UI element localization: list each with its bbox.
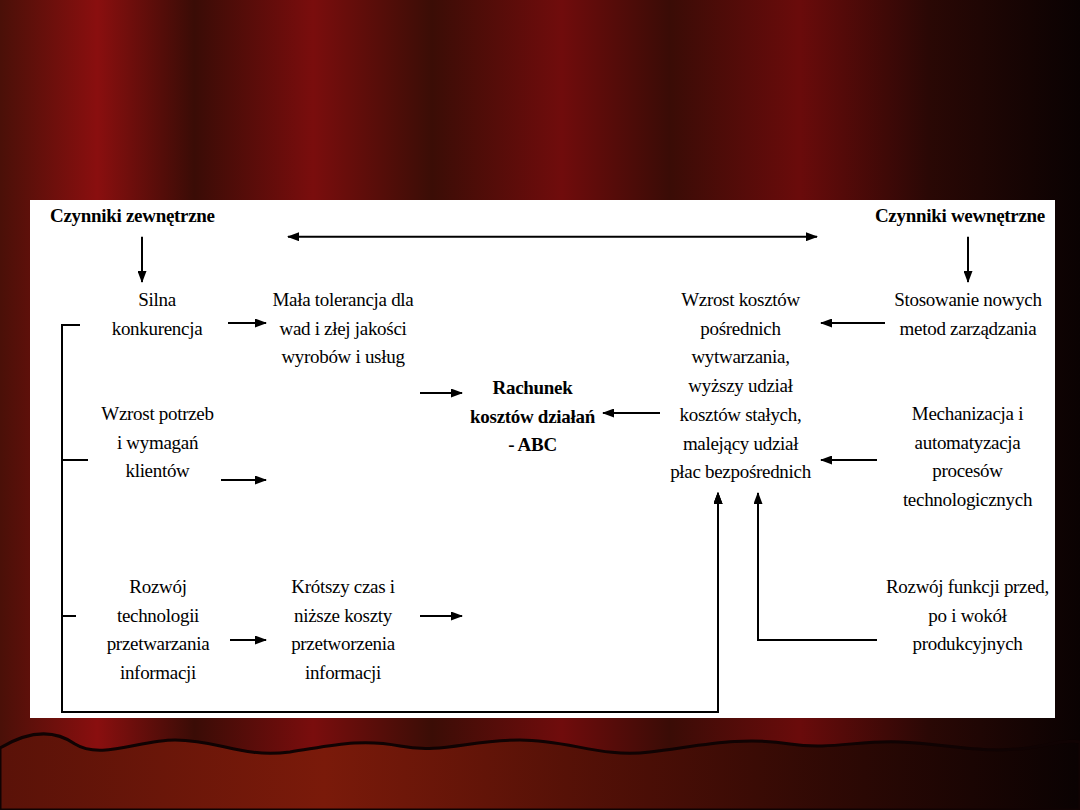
connector-arrow (420, 392, 462, 394)
node-text: Czynniki zewnętrzne (50, 202, 280, 231)
node-text: Rozwój technologii przetwarzania informa… (88, 573, 228, 688)
node-text: Wzrost potrzeb i wymagań klientów (100, 400, 215, 486)
factor-box: Silna konkurencja (92, 286, 222, 343)
node-text: Mechanizacja i automatyzacja procesów te… (885, 400, 1050, 515)
connector-arrow (821, 322, 885, 324)
factor-box: Rozwój technologii przetwarzania informa… (88, 573, 228, 688)
node-text: Rachunek kosztów działań - ABC (470, 374, 595, 460)
factor-box: Mechanizacja i automatyzacja procesów te… (885, 400, 1050, 515)
connector-arrow (288, 236, 817, 238)
connector-arrow (228, 322, 266, 324)
effect-box: Wzrost kosztów pośrednich wytwarzania, w… (668, 286, 813, 487)
factor-box: Wzrost potrzeb i wymagań klientów (100, 400, 215, 486)
central-box: Rachunek kosztów działań - ABC (470, 374, 595, 460)
node-text: Rozwój funkcji przed, po i wokół produkc… (885, 573, 1050, 659)
effect-box: Mała tolerancja dla wad i złej jakości w… (272, 286, 414, 372)
node-text: Silna konkurencja (92, 286, 222, 343)
factor-box: Stosowanie nowych metod zarządzania (893, 286, 1043, 343)
node-text: Krótszy czas i niższe koszty przetworzen… (272, 573, 414, 688)
effect-box: Krótszy czas i niższe koszty przetworzen… (272, 573, 414, 688)
connector-arrow (603, 412, 660, 414)
connector-arrow (62, 460, 718, 712)
connector-arrow (141, 237, 143, 282)
node-text: Stosowanie nowych metod zarządzania (893, 286, 1043, 343)
connector-arrow (967, 237, 969, 282)
connector-arrow (420, 615, 462, 617)
node-text: Mała tolerancja dla wad i złej jakości w… (272, 286, 414, 372)
group-heading: Czynniki zewnętrzne (50, 202, 280, 231)
connector-arrow (62, 325, 718, 712)
group-heading: Czynniki wewnętrzne (815, 202, 1045, 231)
connector-arrow (821, 459, 877, 461)
node-text: Czynniki wewnętrzne (815, 202, 1045, 231)
connector-arrow (62, 493, 718, 712)
connector-arrow (758, 493, 877, 640)
connector-arrow (221, 479, 266, 481)
curtain-valance (0, 700, 1080, 810)
connector-arrow (230, 639, 266, 641)
node-text: Wzrost kosztów pośrednich wytwarzania, w… (668, 286, 813, 487)
factor-box: Rozwój funkcji przed, po i wokół produkc… (885, 573, 1050, 659)
